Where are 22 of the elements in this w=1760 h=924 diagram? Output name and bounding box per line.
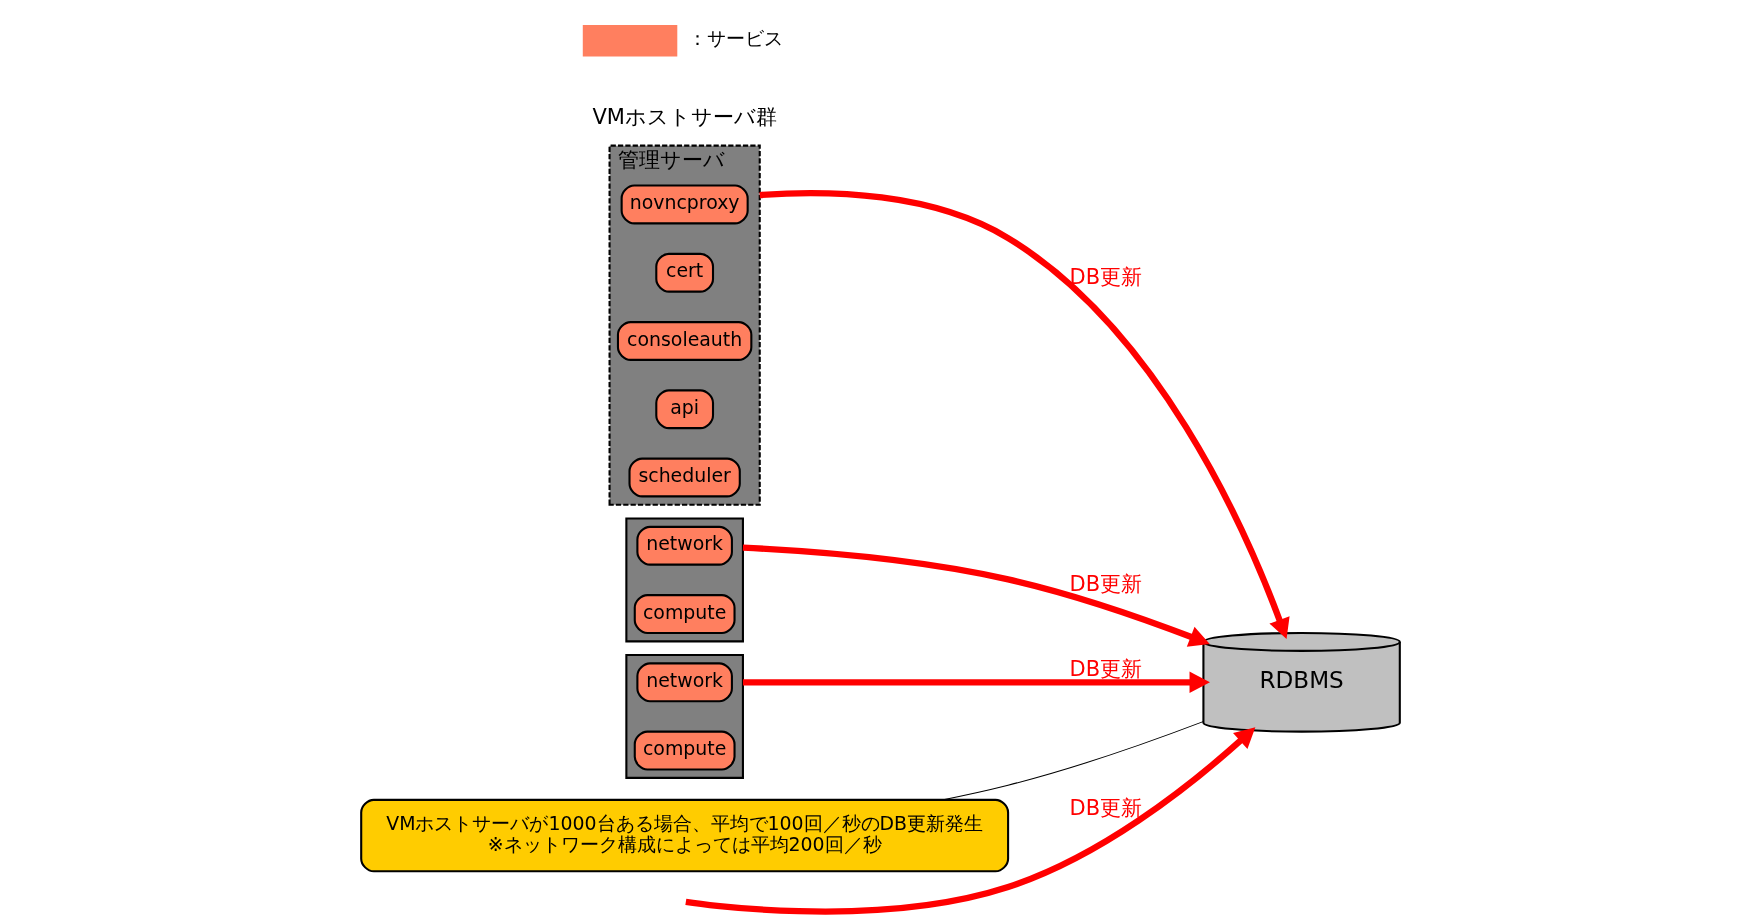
node-box: network xyxy=(635,525,733,566)
cluster xyxy=(624,517,744,643)
cluster xyxy=(624,653,744,779)
legend-label: ：サービス xyxy=(687,27,783,50)
node-box: cert xyxy=(654,252,714,293)
edge-label: DB更新 xyxy=(1068,265,1142,290)
node-box: consoleauth xyxy=(616,321,752,361)
node-box: api xyxy=(654,389,714,430)
arrow xyxy=(742,671,1210,693)
arrow xyxy=(684,727,1255,915)
node-box: compute xyxy=(633,730,736,771)
edge-label: DB更新 xyxy=(1068,795,1142,820)
node-box: novncproxy xyxy=(620,184,749,225)
arrow xyxy=(742,544,1210,647)
edge-label: DB更新 xyxy=(1068,571,1142,596)
edge-label: DB更新 xyxy=(1068,656,1142,681)
node-box: compute xyxy=(633,594,736,634)
node-box: scheduler xyxy=(627,457,741,498)
node-box: network xyxy=(635,662,733,703)
arrow xyxy=(759,190,1290,640)
node-box: VMホストサーバが1000台ある場合、平均で100回／秒のDB更新発生 ※ネットワーク構成によっては平均200回／秒 xyxy=(359,798,1009,873)
label: VMホストサーバ群 xyxy=(591,104,777,129)
